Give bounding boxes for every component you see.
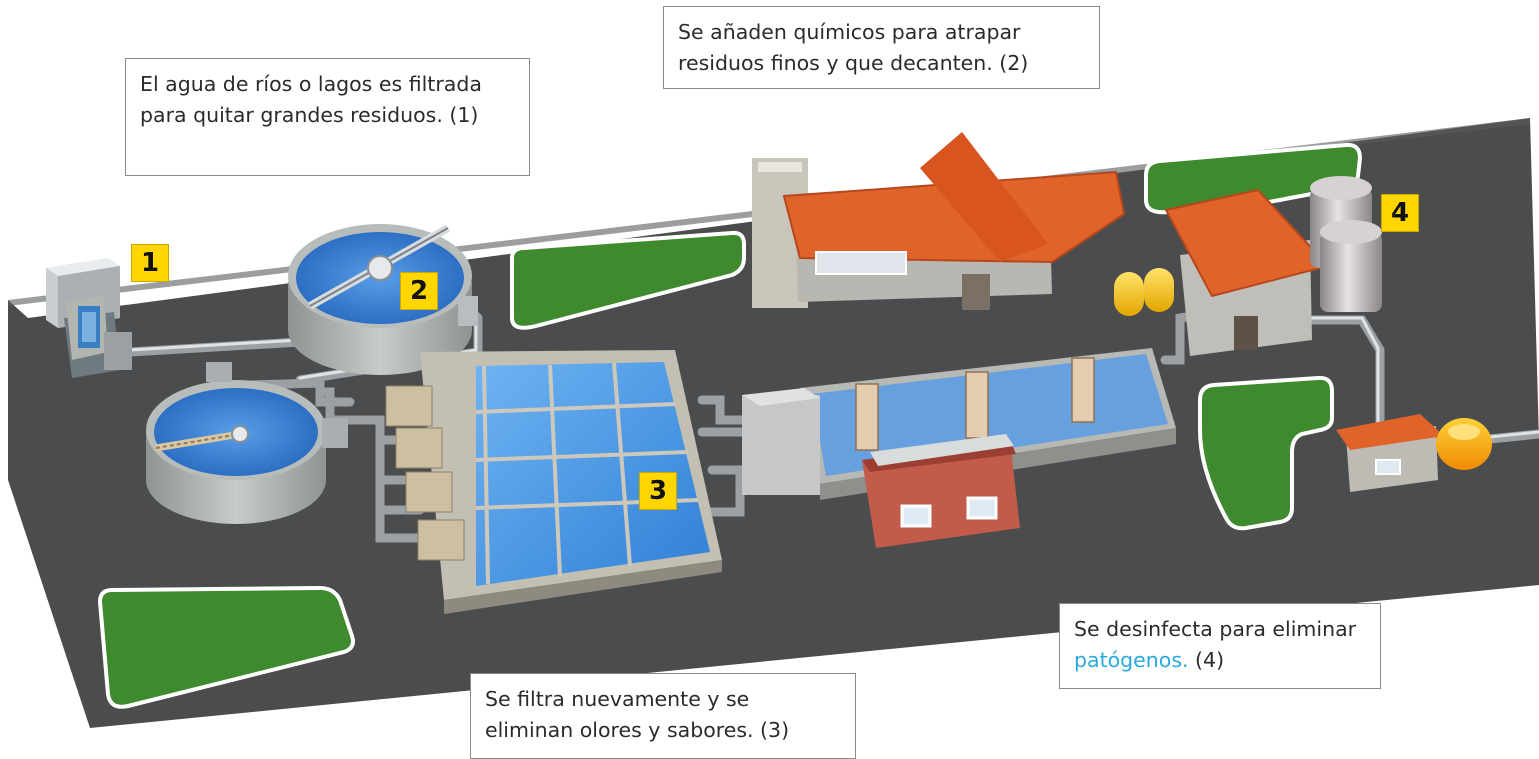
- disinfection-building: [1164, 188, 1330, 356]
- step-badge-1: 1: [131, 244, 169, 282]
- callout-step-4: Se desinfecta para eliminar patógenos. (…: [1059, 603, 1381, 689]
- chemical-tanks: [1114, 268, 1174, 316]
- callout-step-1-text: El agua de ríos o lagos es filtrada para…: [140, 72, 482, 127]
- step-badge-4: 4: [1381, 194, 1419, 232]
- callout-step-4-text: Se desinfecta para eliminar: [1074, 617, 1357, 641]
- step-badge-3: 3: [639, 472, 677, 510]
- admin-building: [752, 132, 1126, 310]
- callout-step-1: El agua de ríos o lagos es filtrada para…: [125, 58, 530, 176]
- callout-step-3-text: Se filtra nuevamente y se eliminan olore…: [485, 687, 790, 742]
- clarifier-tank-bottom: [146, 362, 348, 524]
- filter-beds: [385, 350, 722, 614]
- callout-step-3: Se filtra nuevamente y se eliminan olore…: [470, 673, 856, 759]
- grass-patches: [97, 142, 1363, 709]
- pathogens-highlight: patógenos.: [1074, 648, 1189, 672]
- intake-screen-structure: [46, 258, 132, 378]
- storage-silos: [1310, 176, 1382, 312]
- callout-step-4-ref: (4): [1195, 648, 1225, 672]
- brick-building: [862, 434, 1020, 548]
- step-badge-2: 2: [400, 272, 438, 310]
- pump-house: [1336, 414, 1492, 492]
- callout-step-2-text: Se añaden químicos para atrapar residuos…: [678, 20, 1029, 75]
- callout-step-2: Se añaden químicos para atrapar residuos…: [663, 6, 1100, 89]
